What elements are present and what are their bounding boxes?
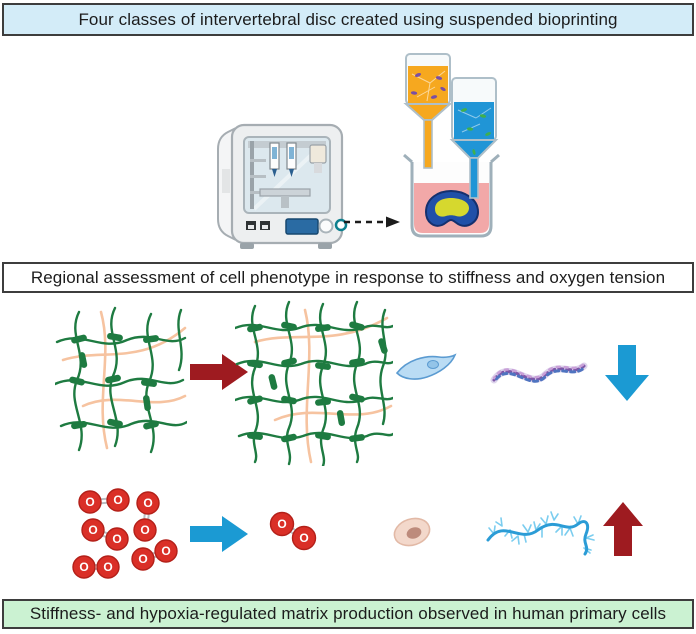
printer-display (285, 218, 319, 235)
red-right-arrow-icon (190, 354, 248, 390)
syringes-beaker-icon (403, 53, 500, 238)
oxygen-molecule: O O (72, 555, 120, 579)
oxygen-molecule: O O (131, 539, 178, 571)
svg-text:O: O (143, 496, 152, 510)
printer-power-button (334, 218, 348, 232)
red-up-arrow-icon (603, 502, 643, 556)
svg-text:O: O (140, 523, 149, 537)
svg-text:O: O (85, 495, 94, 509)
orange-bioink-syringe (403, 53, 453, 169)
oxygen-molecule: O O (133, 491, 160, 542)
top-banner: Four classes of intervertebral disc crea… (2, 3, 694, 36)
printer-buttons (246, 221, 270, 230)
round-cell-icon (393, 517, 431, 547)
bottom-banner-label: Stiffness- and hypoxia-regulated matrix … (29, 604, 667, 623)
top-banner-label: Four classes of intervertebral disc crea… (78, 9, 618, 29)
blue-right-arrow-icon (190, 516, 248, 552)
middle-banner: Regional assessment of cell phenotype in… (2, 262, 694, 293)
svg-text:O: O (299, 531, 308, 545)
bioprinter-icon (217, 123, 348, 249)
printed-disc (424, 189, 480, 227)
printer-knob (318, 218, 334, 234)
dashed-arrow-icon (344, 216, 400, 228)
svg-text:O: O (161, 544, 170, 558)
loose-network-icon (55, 306, 187, 454)
print-syringe-1 (269, 142, 280, 177)
svg-text:O: O (138, 552, 147, 566)
middle-banner-label: Regional assessment of cell phenotype in… (30, 267, 666, 287)
blue-down-arrow-icon (605, 345, 649, 401)
spindle-cell-nucleus (427, 360, 439, 369)
oxygen-molecules-icon: O O O O O O O O (72, 488, 178, 579)
oxygen-molecule: O O (78, 488, 130, 514)
single-oxygen-molecule-icon: O O (269, 511, 317, 551)
dense-network-icon (235, 300, 393, 466)
print-syringe-2 (286, 142, 297, 177)
round-cell-nucleus (406, 527, 422, 539)
proteoglycan-fiber-icon (486, 511, 595, 556)
bottom-banner: Stiffness- and hypoxia-regulated matrix … (2, 599, 694, 629)
svg-text:O: O (277, 517, 286, 531)
svg-text:O: O (88, 523, 97, 537)
blue-bioink-syringe (449, 77, 499, 199)
spindle-cell-icon (395, 353, 457, 380)
collagen-fibril-icon (490, 362, 588, 384)
svg-text:O: O (103, 560, 112, 574)
svg-text:O: O (112, 532, 121, 546)
svg-text:O: O (79, 560, 88, 574)
oxygen-molecule: O O (81, 518, 129, 551)
svg-text:O: O (113, 493, 122, 507)
